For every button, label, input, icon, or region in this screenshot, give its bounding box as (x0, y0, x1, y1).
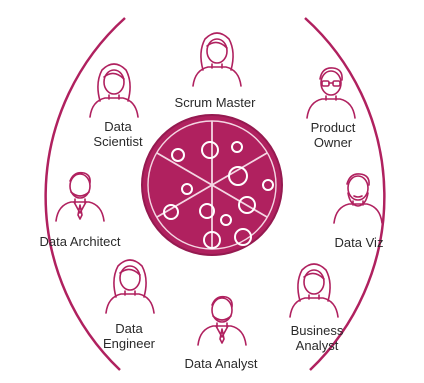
man-in-suit-avatar-icon (55, 171, 105, 222)
role-label-product-owner: Product Owner (310, 120, 356, 150)
outer-circle-arc-right (304, 17, 386, 371)
role-label-scrum-master: Scrum Master (174, 95, 256, 110)
role-label-data-engineer: Data Engineer (102, 321, 156, 351)
pizza-icon (141, 114, 283, 256)
woman-avatar-icon (89, 63, 139, 118)
man-with-glasses-avatar-icon (306, 67, 356, 119)
bearded-man-avatar-icon (333, 173, 383, 224)
role-label-data-scientist: Data Scientist (93, 119, 143, 149)
outer-circle-arc-left (44, 17, 126, 371)
role-label-data-analyst: Data Analyst (184, 356, 258, 371)
woman-avatar-icon (289, 263, 339, 318)
role-label-business-analyst: Business Analyst (290, 323, 344, 353)
role-label-data-architect: Data Architect (39, 234, 121, 249)
role-label-data-viz: Data Viz (334, 235, 384, 250)
man-in-suit-avatar-icon (197, 295, 247, 346)
woman-avatar-icon (105, 259, 155, 314)
woman-avatar-icon (192, 32, 242, 87)
